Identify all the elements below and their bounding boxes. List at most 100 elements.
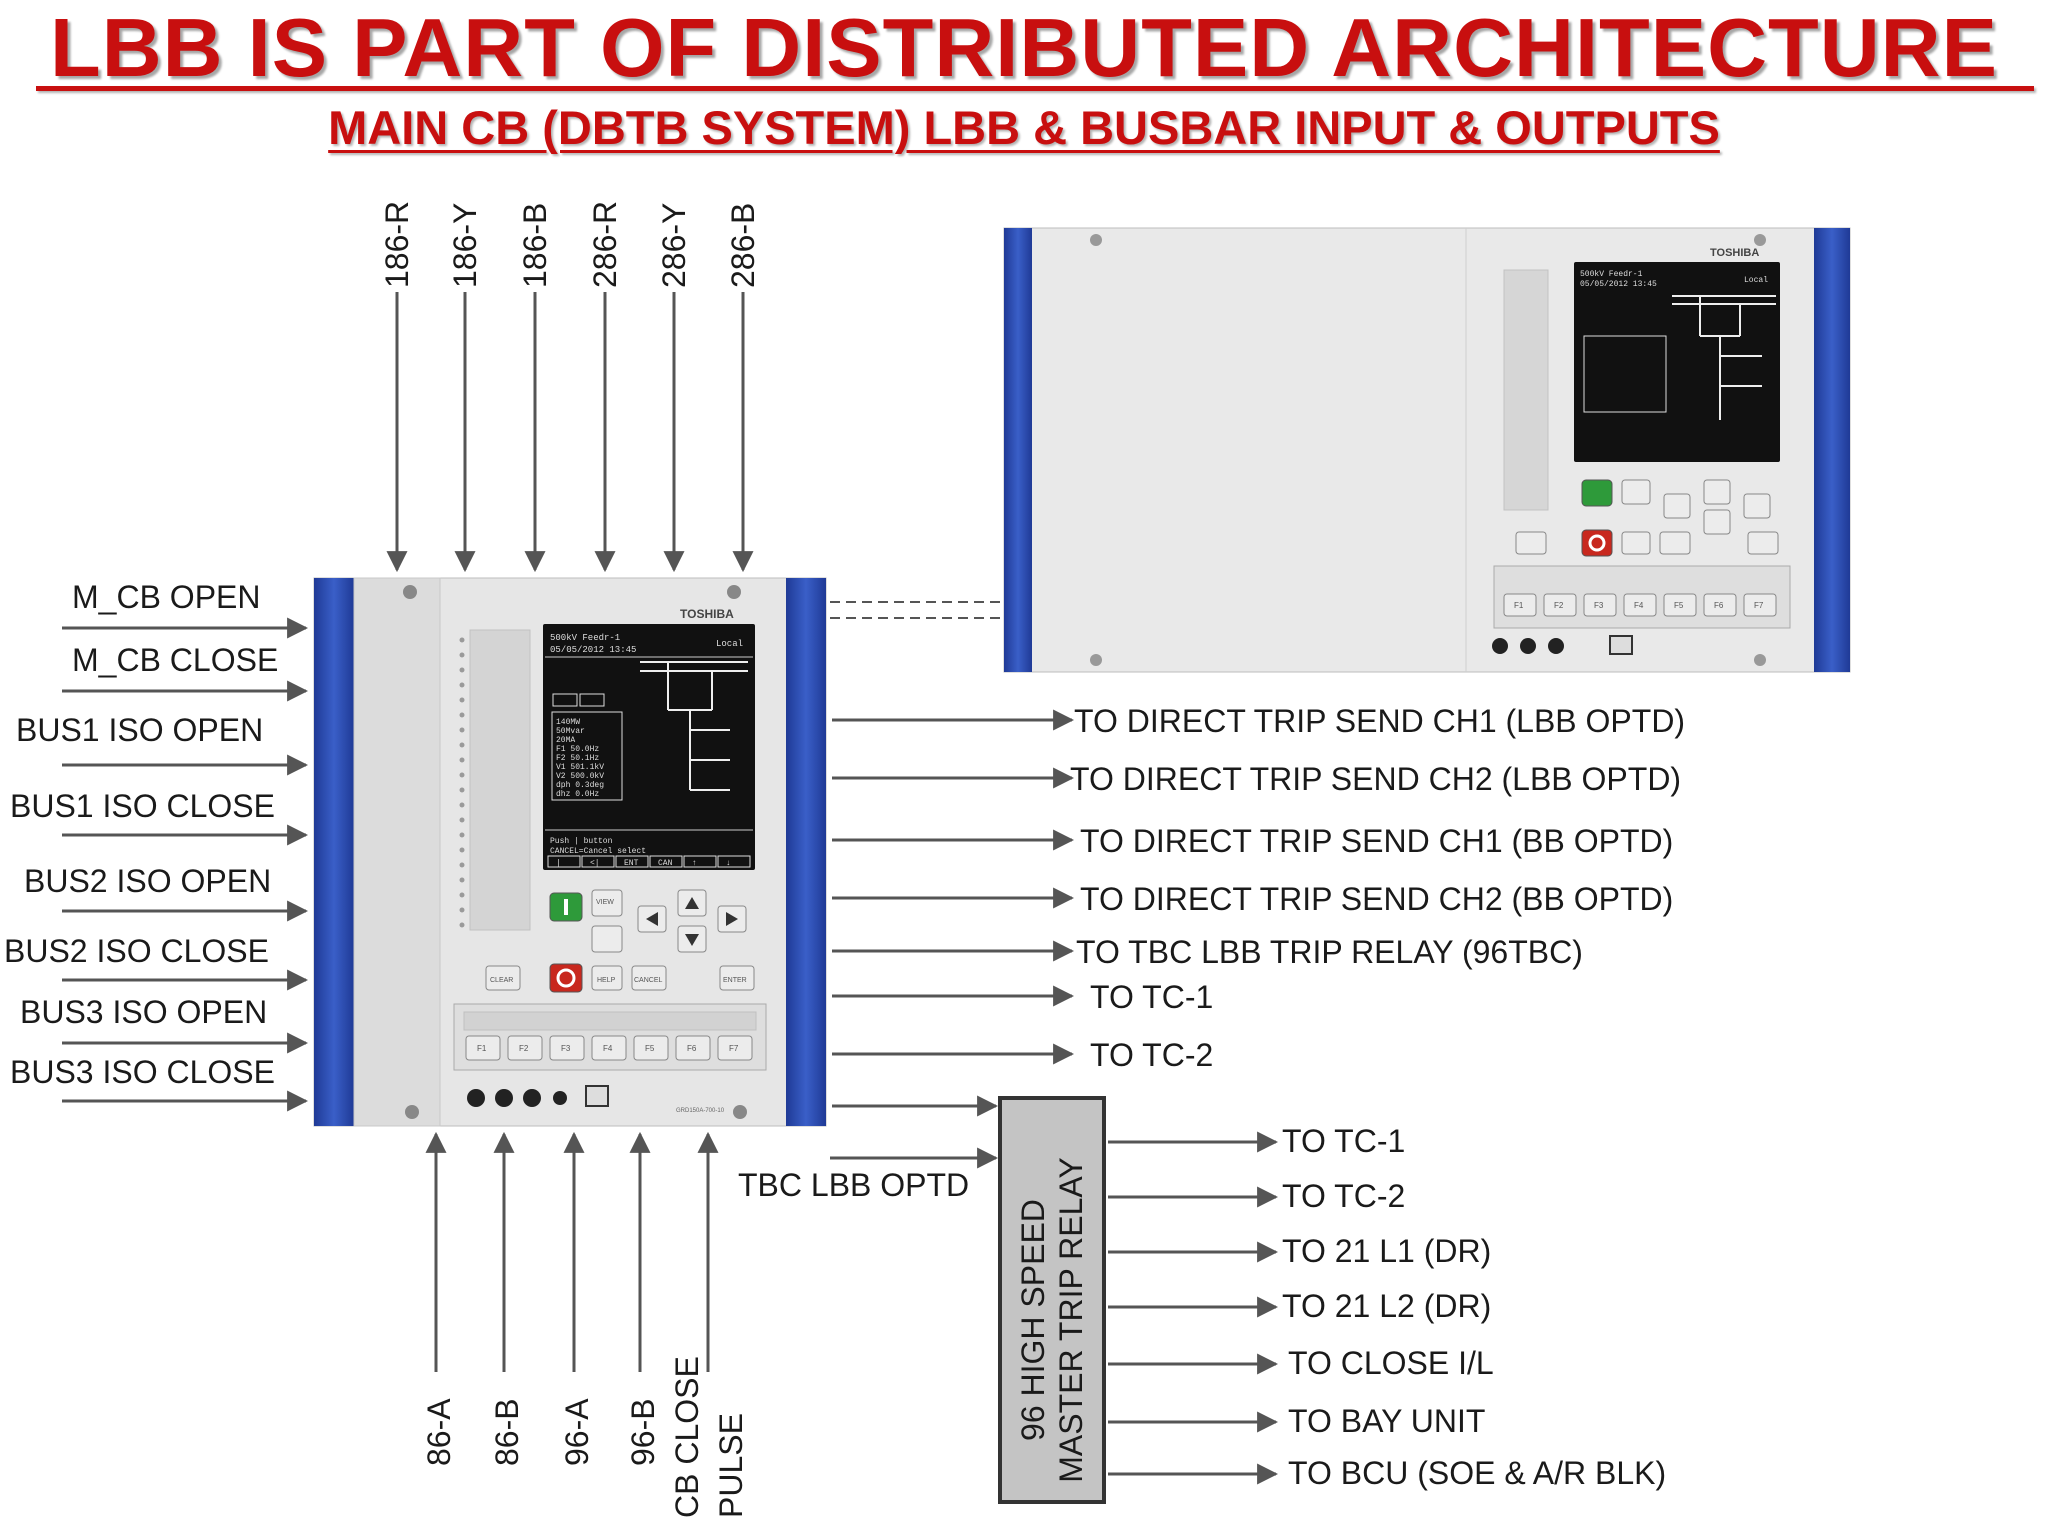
left-input-label: BUS2 ISO CLOSE	[4, 933, 269, 969]
main-fkey	[633, 1035, 669, 1061]
screen-softkey	[615, 855, 649, 868]
screen-mode: Local	[716, 639, 743, 649]
main-fkey	[507, 1035, 543, 1061]
main-fkey	[591, 1035, 627, 1061]
rack-fkey-label: F4	[1634, 601, 1644, 610]
top-input-label: 186-R	[379, 200, 415, 288]
left-input-label: BUS1 ISO OPEN	[16, 712, 264, 748]
screen-header-1: 500kV Feedr-1	[550, 633, 620, 643]
right-output-label: TO DIRECT TRIP SEND CH1 (BB OPTD)	[1080, 823, 1674, 859]
help-key: HELP	[597, 977, 616, 984]
screen-footer-2: CANCEL=Cancel select	[550, 847, 646, 856]
left-input-label: BUS1 ISO CLOSE	[10, 788, 275, 824]
right-output-label: TO DIRECT TRIP SEND CH2 (LBB OPTD)	[1070, 761, 1682, 797]
right-output-label: TO TBC LBB TRIP RELAY (96TBC)	[1076, 934, 1583, 970]
top-input-label: 286-Y	[656, 202, 692, 288]
bottom-input-label: 86-B	[489, 1398, 525, 1466]
screen-value: F1 50.0Hz	[556, 745, 599, 754]
bottom-input-label: 86-A	[421, 1398, 457, 1466]
rack-relay-unit: 500kV Feedr-1 05/05/2012 13:45 Local TOS…	[1003, 227, 1851, 673]
rack-fkey-label: F7	[1754, 601, 1764, 610]
rack-fkey	[1583, 593, 1617, 617]
screen-softkey-label: ↑	[692, 859, 697, 868]
screen-value: dph 0.3deg	[556, 781, 604, 790]
screen-softkey-label: <|	[590, 859, 600, 868]
master-trip-relay-label: 96 HIGH SPEED MASTER TRIP RELAY	[1014, 1120, 1090, 1520]
mtr-output-label: TO TC-2	[1282, 1178, 1406, 1214]
right-output-label: TO TC-2	[1090, 1037, 1214, 1073]
main-fkey-label: F3	[561, 1044, 571, 1053]
bottom-input-label: CB CLOSE	[669, 1356, 705, 1518]
screen-value: V2 500.0kV	[556, 772, 604, 781]
brand-logo: TOSHIBA	[680, 607, 734, 621]
rack-screen-header-2: 05/05/2012 13:45	[1580, 280, 1657, 289]
screen-softkey	[547, 855, 581, 868]
left-input-label: M_CB OPEN	[72, 579, 261, 615]
left-input-label: BUS3 ISO CLOSE	[10, 1054, 275, 1090]
main-relay-unit: 500kV Feedr-1 05/05/2012 13:45 Local 140…	[313, 577, 827, 1127]
screen-value: 50Mvar	[556, 727, 585, 736]
rack-fkey-label: F5	[1674, 601, 1684, 610]
tbc-lbb-optd-label: TBC LBB OPTD	[738, 1167, 970, 1203]
mtr-output-label: TO CLOSE I/L	[1288, 1345, 1494, 1381]
rack-fkey-label: F6	[1714, 601, 1724, 610]
top-input-label: 286-B	[725, 202, 761, 288]
screen-softkey-label: CAN	[658, 859, 673, 868]
screen-value: 140MW	[556, 718, 580, 727]
main-fkey	[675, 1035, 711, 1061]
screen-softkey-label: |	[556, 859, 561, 868]
top-input-label: 286-R	[587, 200, 623, 288]
rack-screen-mode: Local	[1744, 276, 1768, 285]
main-fkey-label: F1	[477, 1044, 487, 1053]
rack-fkey	[1623, 593, 1657, 617]
screen-softkey	[717, 855, 751, 868]
enter-key: ENTER	[723, 977, 747, 984]
rack-screen-header-1: 500kV Feedr-1	[1580, 270, 1643, 279]
master-trip-line-2: MASTER TRIP RELAY	[1053, 1157, 1089, 1483]
mtr-output-label: TO BAY UNIT	[1288, 1403, 1486, 1439]
mtr-output-label: TO BCU (SOE & A/R BLK)	[1288, 1455, 1667, 1491]
screen-softkey	[581, 855, 615, 868]
screen-value: 20MA	[556, 736, 575, 745]
rack-fkey	[1663, 593, 1697, 617]
title-underline	[36, 86, 2034, 91]
rack-fkey-label: F2	[1554, 601, 1564, 610]
main-fkey-label: F2	[519, 1044, 529, 1053]
screen-softkey	[683, 855, 717, 868]
screen-value: dhz 0.0Hz	[556, 790, 599, 799]
main-fkey	[717, 1035, 753, 1061]
mtr-output-label: TO 21 L1 (DR)	[1282, 1233, 1492, 1269]
right-output-label: TO TC-1	[1090, 979, 1214, 1015]
rack-fkey	[1503, 593, 1537, 617]
master-trip-line-1: 96 HIGH SPEED	[1015, 1199, 1051, 1441]
mtr-output-label: TO 21 L2 (DR)	[1282, 1288, 1492, 1324]
model-label: GRD150A-700-10	[676, 1108, 725, 1114]
left-input-label: M_CB CLOSE	[72, 642, 279, 678]
bottom-input-label: PULSE	[713, 1413, 749, 1518]
screen-softkey-label: ↓	[726, 859, 731, 868]
bottom-input-label: 96-A	[559, 1398, 595, 1466]
main-fkey-label: F4	[603, 1044, 613, 1053]
bottom-input-label: 96-B	[625, 1398, 661, 1466]
left-input-label: BUS3 ISO OPEN	[20, 994, 268, 1030]
view-key: VIEW	[596, 899, 614, 906]
cancel-key: CANCEL	[634, 977, 663, 984]
main-fkey	[549, 1035, 585, 1061]
top-input-label: 186-B	[517, 202, 553, 288]
left-input-label: BUS2 ISO OPEN	[24, 863, 272, 899]
screen-header-2: 05/05/2012 13:45	[550, 645, 636, 655]
clear-key: CLEAR	[490, 977, 513, 984]
screen-value: F2 50.1Hz	[556, 754, 599, 763]
top-input-label: 186-Y	[447, 202, 483, 288]
rack-fkey-label: F1	[1514, 601, 1524, 610]
right-output-label: TO DIRECT TRIP SEND CH2 (BB OPTD)	[1080, 881, 1674, 917]
main-fkey-label: F5	[645, 1044, 655, 1053]
screen-softkey-label: ENT	[624, 859, 639, 868]
rack-fkey	[1703, 593, 1737, 617]
rack-fkey	[1743, 593, 1777, 617]
screen-footer-1: Push | button	[550, 837, 613, 846]
page-title: LBB IS PART OF DISTRIBUTED ARCHITECTURE	[50, 1, 1998, 94]
master-trip-relay-box	[998, 1096, 1106, 1504]
rack-fkey-label: F3	[1594, 601, 1604, 610]
